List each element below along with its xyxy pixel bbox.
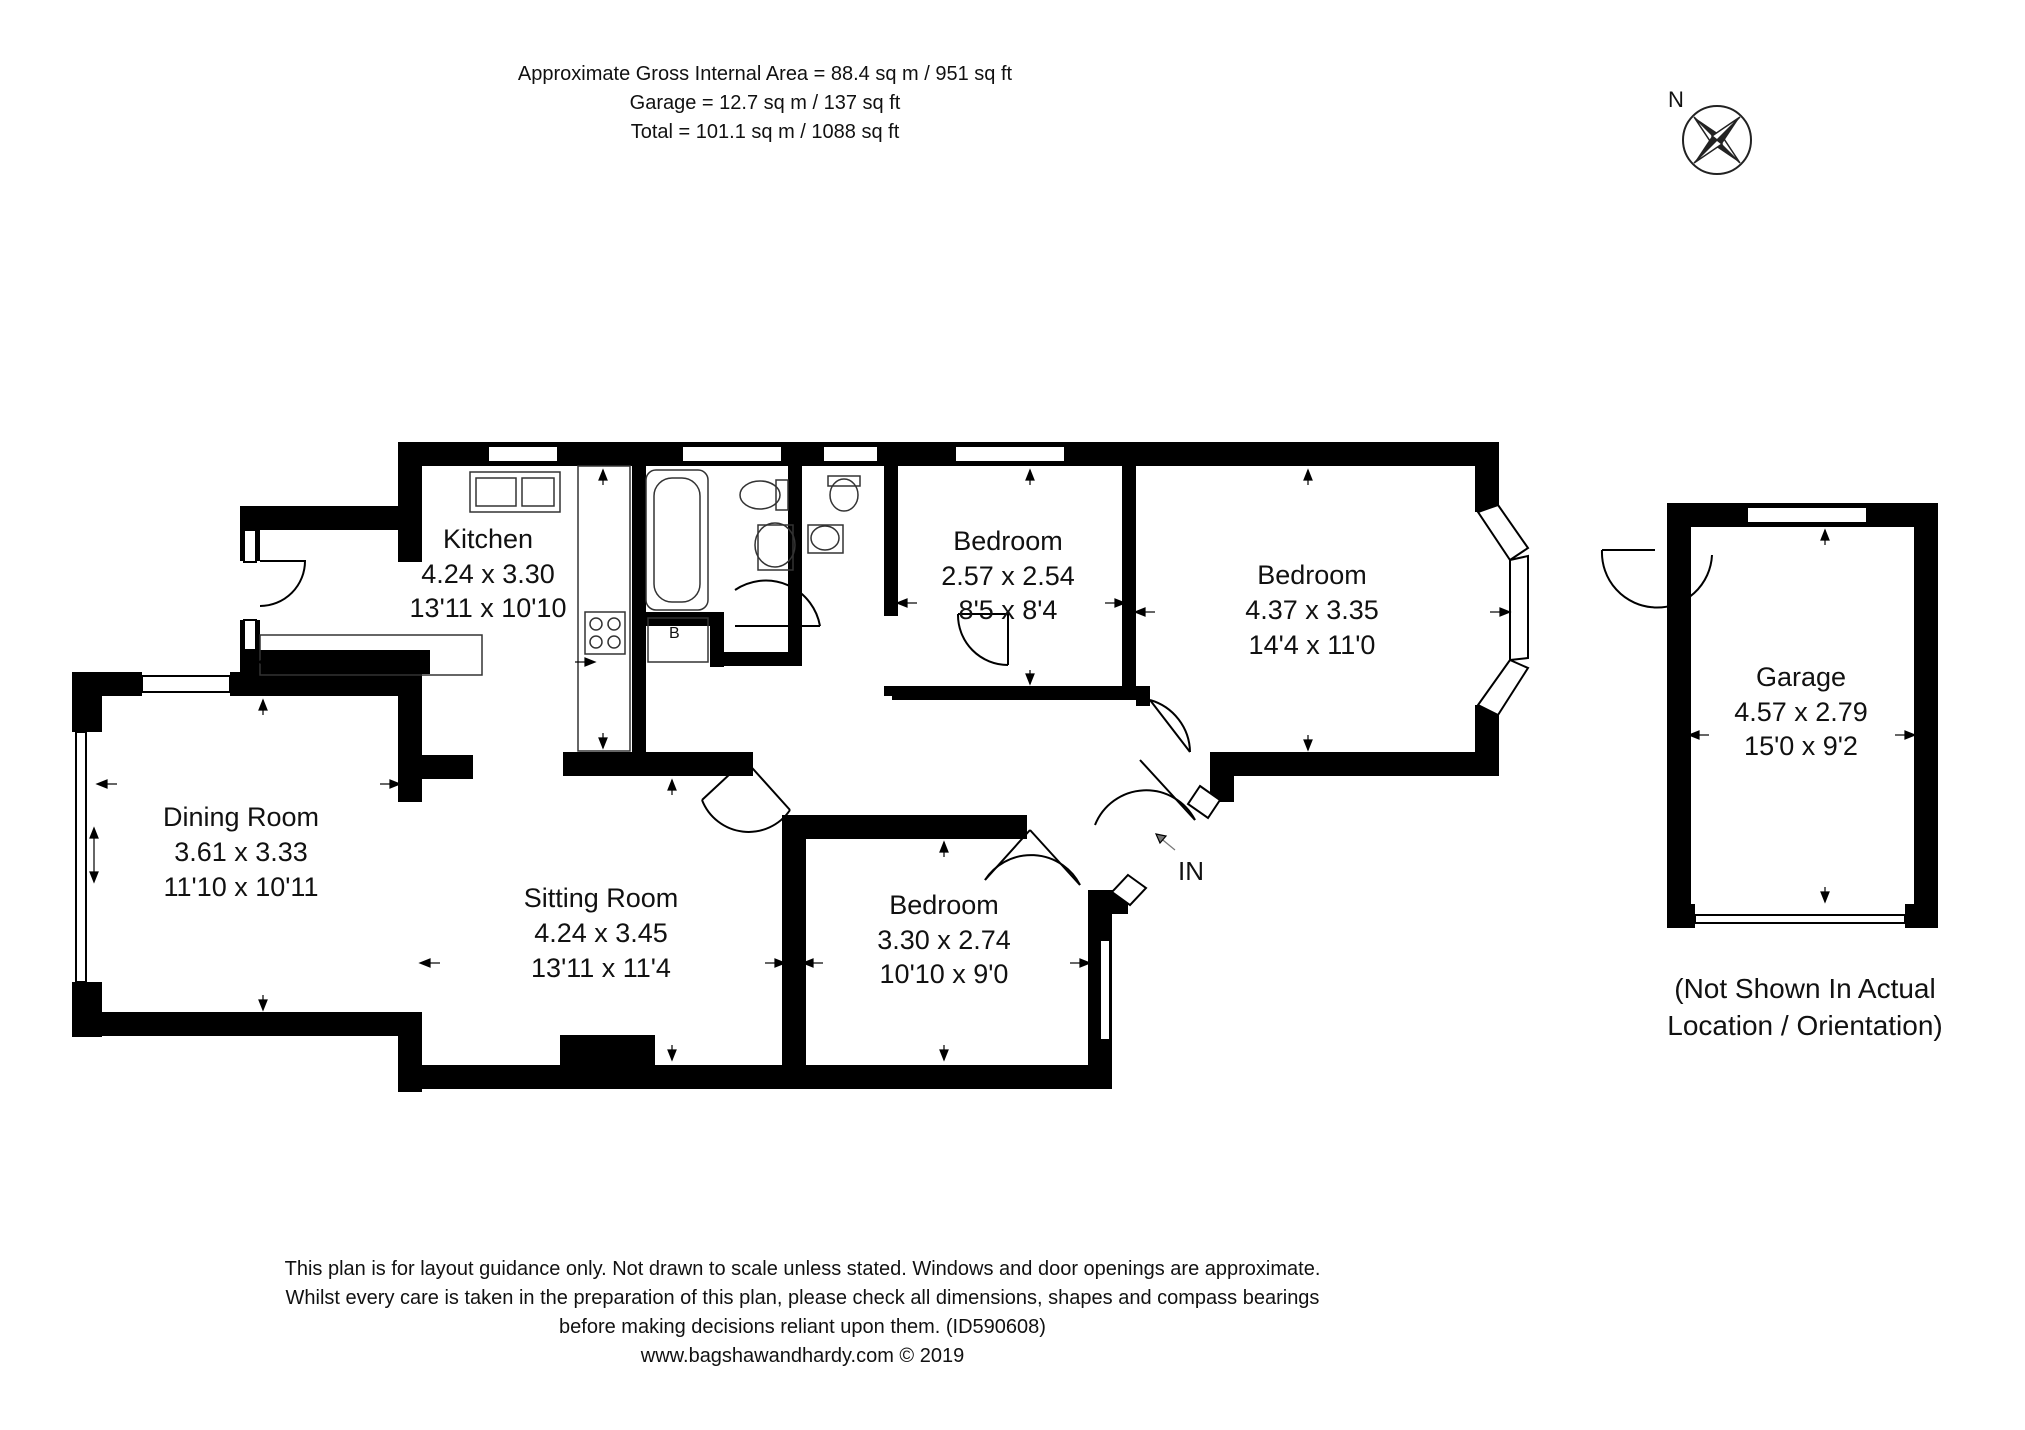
- compass-icon: N: [1668, 87, 1752, 175]
- room-label-bedroom-front: Bedroom 3.30 x 2.74 10'10 x 9'0: [877, 890, 1011, 989]
- compass-north-label: N: [1668, 87, 1684, 112]
- bedroom-small-imperial: 8'5 x 8'4: [959, 595, 1058, 625]
- room-label-dining: Dining Room 3.61 x 3.33 11'10 x 10'11: [163, 802, 319, 902]
- garage-area-text: Garage = 12.7 sq m / 137 sq ft: [629, 92, 901, 114]
- room-label-bedroom-small: Bedroom 2.57 x 2.54 8'5 x 8'4: [941, 526, 1075, 625]
- disclaimer-line1: This plan is for layout guidance only. N…: [284, 1258, 1321, 1280]
- bedroom-small-metric: 2.57 x 2.54: [941, 561, 1075, 591]
- room-label-kitchen: Kitchen 4.24 x 3.30 13'11 x 10'10: [410, 524, 567, 623]
- dining-name: Dining Room: [163, 802, 319, 832]
- area-summary: Approximate Gross Internal Area = 88.4 s…: [0, 60, 1530, 147]
- dining-metric: 3.61 x 3.33: [174, 837, 308, 867]
- sitting-name: Sitting Room: [524, 883, 679, 913]
- bedroom-front-name: Bedroom: [889, 890, 999, 920]
- kitchen-imperial: 13'11 x 10'10: [410, 593, 567, 623]
- garage-metric: 4.57 x 2.79: [1734, 697, 1868, 727]
- bedroom-front-metric: 3.30 x 2.74: [877, 925, 1011, 955]
- bay-window: [1110, 503, 1530, 907]
- kitchen-metric: 4.24 x 3.30: [421, 559, 555, 589]
- bedroom-large-name: Bedroom: [1257, 560, 1367, 590]
- boiler-label: B: [669, 625, 680, 642]
- garage-name: Garage: [1756, 662, 1846, 692]
- sitting-metric: 4.24 x 3.45: [534, 918, 668, 948]
- doors: [259, 549, 1713, 886]
- entrance-label: IN: [1178, 856, 1204, 886]
- windows: [75, 445, 1906, 1041]
- room-label-sitting: Sitting Room 4.24 x 3.45 13'11 x 11'4: [524, 883, 679, 983]
- garage-imperial: 15'0 x 9'2: [1744, 731, 1858, 761]
- bathroom-fittings: [645, 469, 861, 663]
- disclaimer: This plan is for layout guidance only. N…: [0, 1255, 1605, 1371]
- bedroom-small-name: Bedroom: [953, 526, 1063, 556]
- sitting-imperial: 13'11 x 11'4: [531, 953, 671, 983]
- disclaimer-line2: Whilst every care is taken in the prepar…: [285, 1287, 1320, 1309]
- kitchen-fittings: [259, 465, 631, 752]
- kitchen-name: Kitchen: [443, 524, 533, 554]
- room-label-garage: Garage 4.57 x 2.79 15'0 x 9'2: [1734, 662, 1868, 761]
- total-area-text: Total = 101.1 sq m / 1088 sq ft: [630, 121, 900, 143]
- dining-imperial: 11'10 x 10'11: [164, 872, 319, 902]
- website-copyright: www.bagshawandhardy.com © 2019: [640, 1345, 965, 1367]
- disclaimer-line3: before making decisions reliant upon the…: [559, 1316, 1046, 1338]
- garage-note-line2: Location / Orientation): [1667, 1010, 1943, 1041]
- room-label-bedroom-large: Bedroom 4.37 x 3.35 14'4 x 11'0: [1245, 560, 1379, 660]
- garage-orientation-note: (Not Shown In Actual Location / Orientat…: [1640, 970, 1970, 1044]
- garage-note-line1: (Not Shown In Actual: [1674, 973, 1936, 1004]
- dimension-arrows: [89, 468, 1917, 1062]
- bedroom-large-metric: 4.37 x 3.35: [1245, 595, 1379, 625]
- gross-area-text: Approximate Gross Internal Area = 88.4 s…: [517, 63, 1013, 85]
- bedroom-large-imperial: 14'4 x 11'0: [1249, 630, 1376, 660]
- bedroom-front-imperial: 10'10 x 9'0: [880, 959, 1009, 989]
- walls: [72, 442, 1938, 1092]
